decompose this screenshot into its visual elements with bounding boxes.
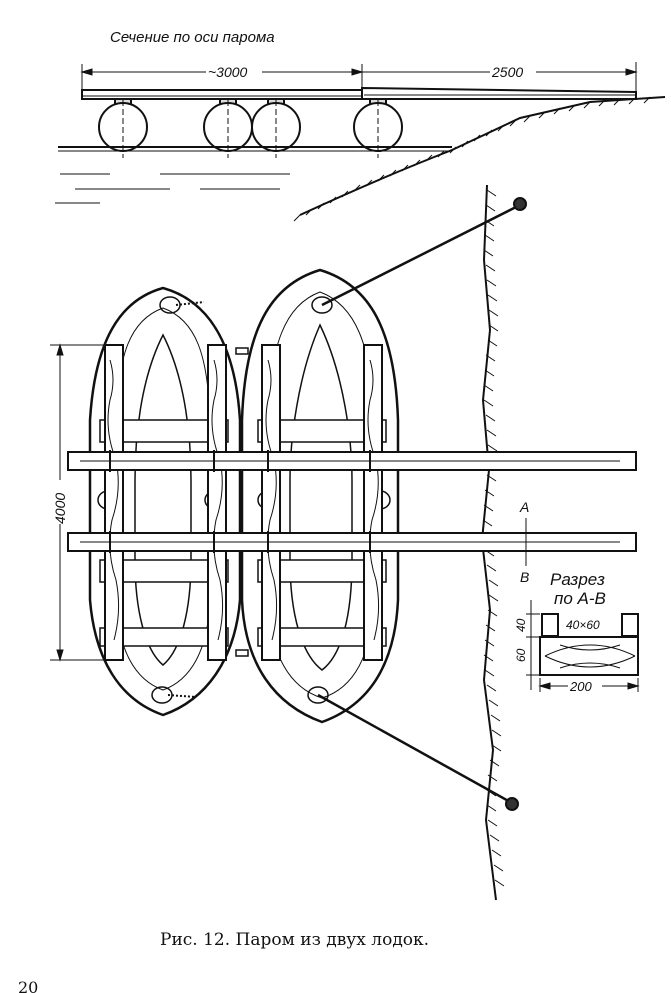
dim-section-height-bottom: 60	[514, 648, 528, 662]
page-number: 20	[18, 978, 38, 993]
section-view-title-1: Разрез	[550, 570, 605, 589]
section-mark-b: B	[520, 569, 529, 585]
left-boat	[88, 286, 242, 717]
right-boat	[240, 268, 400, 724]
dim-ferry-length: ~3000	[208, 64, 248, 80]
figure-caption: Рис. 12. Паром из двух лодок.	[160, 930, 429, 950]
dim-section-width: 200	[569, 679, 592, 694]
dim-boat-length: 4000	[52, 493, 68, 524]
section-title: Сечение по оси парома	[110, 29, 275, 46]
section-mark-a: A	[519, 499, 529, 515]
dim-section-height-top: 40	[514, 618, 528, 632]
mooring	[317, 197, 527, 811]
timber-size: 40×60	[566, 618, 600, 632]
deck-beams	[67, 450, 637, 553]
section-detail: Разрез по A-B 40×60 40 60 200	[514, 570, 640, 694]
ferry-plan-view: 4000	[50, 184, 640, 901]
ferry-cross-section: Сечение по оси парома ~3000 2500	[55, 29, 666, 222]
section-view-title-2: по A-B	[554, 589, 606, 608]
dim-ramp-length: 2500	[491, 64, 523, 80]
